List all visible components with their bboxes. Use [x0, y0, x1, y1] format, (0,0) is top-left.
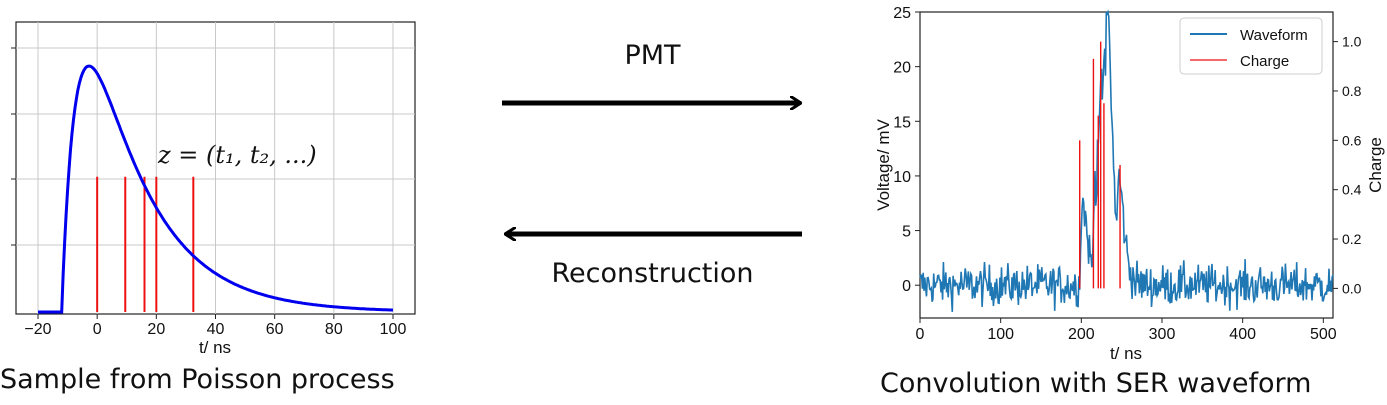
right-x-tick-label: 0 — [916, 326, 925, 343]
left-x-tick-label: −20 — [24, 321, 51, 338]
voltage-tick-label: 0 — [902, 278, 911, 295]
right-x-tick-label: 200 — [1068, 326, 1095, 343]
charge-lines — [1079, 41, 1121, 289]
poisson-sample-chart: −20 0 20 40 60 80 100 z = (t₁, t₂, ...) t/ ns — [11, 21, 416, 357]
right-x-tick-label: 300 — [1149, 326, 1176, 343]
right-x-tick-label: 100 — [987, 326, 1014, 343]
voltage-tick-label: 20 — [893, 60, 911, 77]
voltage-tick-label: 10 — [893, 169, 911, 186]
light-curve — [38, 64, 394, 314]
charge-tick-label: 1.0 — [1342, 34, 1362, 50]
charge-axis-label: Charge — [1366, 137, 1385, 193]
left-x-tick-label: 60 — [266, 321, 284, 338]
backward-arrow-label: Reconstruction — [551, 258, 754, 289]
voltage-tick-label: 25 — [893, 5, 911, 22]
charge-tick-label: 0.0 — [1342, 280, 1362, 296]
left-caption: Sample from Poisson process — [0, 364, 395, 395]
waveform-chart: 0 100 200 300 400 500 0 5 10 15 20 25 0.0 0.2 0.4 0.6 0.… — [874, 5, 1385, 363]
right-axis-ticks: 0 100 200 300 400 500 0 5 10 15 20 25 0.0 0.2 0.4 0.6 0.… — [893, 5, 1361, 343]
forward-label-wrap: PMT — [0, 40, 1305, 71]
left-x-axis-label: t/ ns — [199, 338, 231, 357]
left-x-tick-label: 100 — [380, 321, 407, 338]
forward-arrow-label: PMT — [624, 40, 681, 71]
voltage-tick-label: 15 — [893, 114, 911, 131]
backward-label-wrap: Reconstruction — [0, 258, 1305, 289]
right-x-tick-label: 500 — [1310, 326, 1337, 343]
hit-time-lines — [96, 176, 195, 312]
right-x-axis-label: t/ ns — [1110, 344, 1142, 363]
waveform-line — [919, 9, 1334, 312]
left-grid — [16, 22, 415, 314]
voltage-axis-label: Voltage/ mV — [874, 119, 893, 211]
charge-tick-label: 0.8 — [1342, 83, 1362, 99]
charge-tick-label: 0.2 — [1342, 231, 1362, 247]
voltage-tick-label: 5 — [902, 224, 911, 241]
hit-times-annotation: z = (t₁, t₂, ...) — [157, 141, 317, 169]
left-x-tick-label: 40 — [207, 321, 225, 338]
left-x-tick-label: 20 — [147, 321, 165, 338]
legend: Waveform Charge — [1179, 17, 1323, 75]
charge-tick-label: 0.6 — [1342, 132, 1362, 148]
left-x-ticks: −20 0 20 40 60 80 100 — [11, 47, 407, 338]
charge-tick-label: 0.4 — [1342, 182, 1362, 198]
left-x-tick-label: 80 — [325, 321, 343, 338]
right-x-tick-label: 400 — [1229, 326, 1256, 343]
legend-waveform-label: Waveform — [1240, 27, 1308, 44]
right-caption: Convolution with SER waveform — [880, 368, 1312, 399]
left-x-tick-label: 0 — [93, 321, 102, 338]
legend-charge-label: Charge — [1240, 53, 1289, 70]
